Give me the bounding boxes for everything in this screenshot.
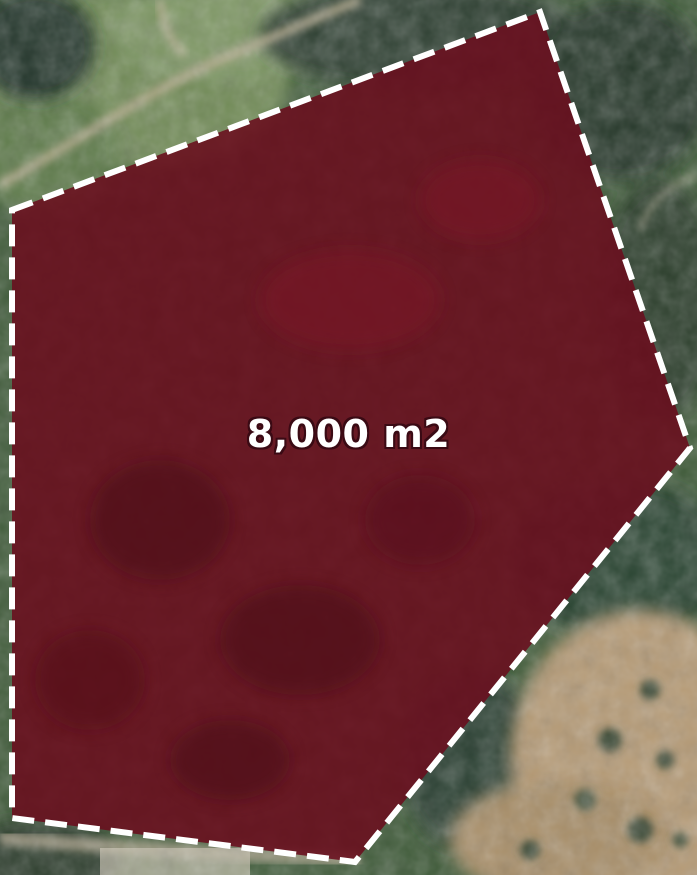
- parcel-texture: [35, 160, 540, 800]
- parcel-border: [9, 8, 694, 866]
